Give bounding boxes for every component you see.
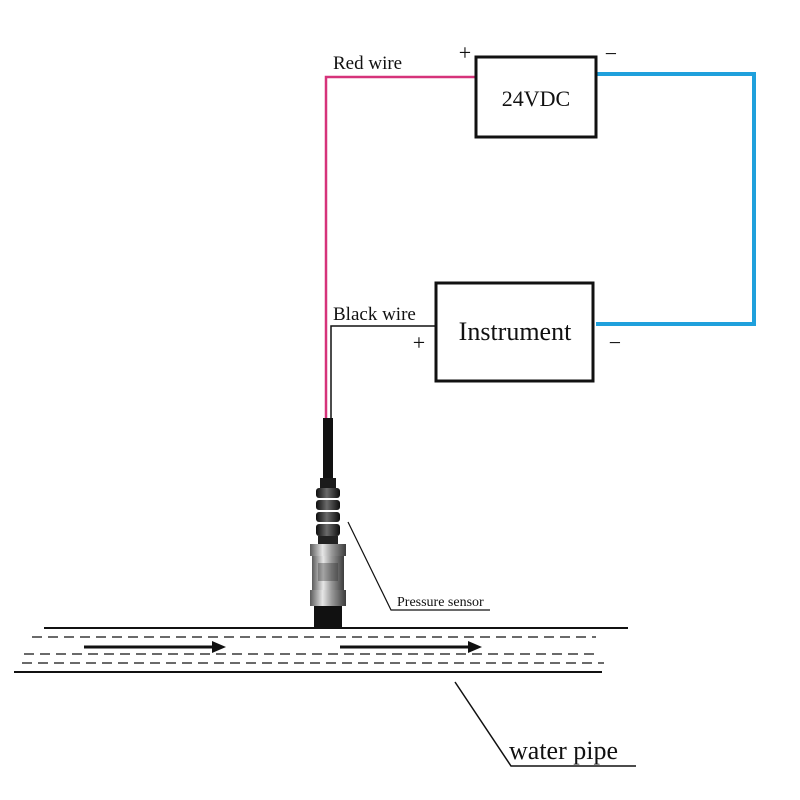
red-wire: [324, 75, 476, 420]
pipe-label: water pipe: [509, 736, 618, 765]
pipe-pointer-line: [454, 681, 636, 767]
instrument-box: [434, 281, 595, 383]
power-supply-plus: +: [459, 40, 471, 65]
black-wire-label: Black wire: [333, 304, 416, 325]
return-wire: [596, 72, 756, 326]
water-pipe: [14, 627, 628, 673]
flow-arrow-right: [468, 641, 482, 653]
flow-arrow-left: [212, 641, 226, 653]
instrument-plus: +: [413, 330, 425, 355]
power-supply-box: [474, 55, 598, 139]
sensor-pointer-line: [347, 521, 490, 611]
black-wire: [330, 325, 436, 420]
sensor-label: Pressure sensor: [397, 595, 484, 610]
power-supply-minus: −: [605, 41, 617, 66]
instrument-label: Instrument: [459, 317, 572, 346]
instrument: Instrument + −: [413, 281, 621, 383]
instrument-minus: −: [609, 330, 621, 355]
power-supply-label: 24VDC: [502, 86, 570, 111]
power-supply: 24VDC + −: [459, 40, 617, 139]
pressure-sensor: [310, 418, 346, 628]
red-wire-label: Red wire: [333, 53, 402, 74]
